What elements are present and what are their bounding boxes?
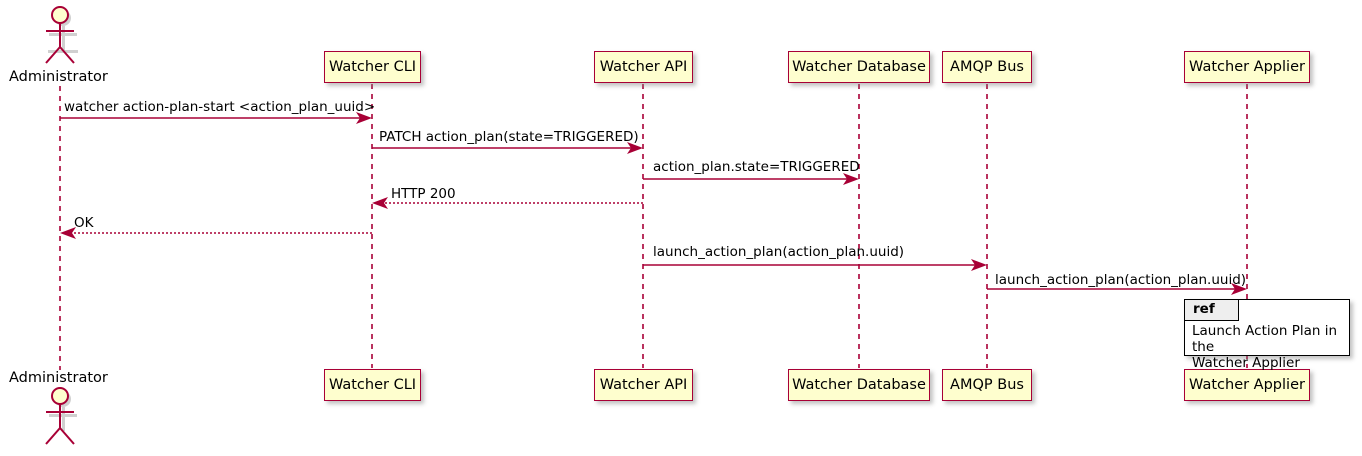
participant-label: Watcher CLI — [328, 376, 417, 393]
ref-body-line-2: Watcher Applier — [1192, 355, 1300, 371]
actor-icon-administrator-top — [45, 6, 78, 64]
message-label-5: OK — [74, 215, 94, 231]
message-arrow-2 — [372, 142, 643, 154]
participant-box-watcher-cli-bottom[interactable]: Watcher CLI — [324, 369, 421, 401]
message-arrow-1 — [60, 112, 372, 124]
message-label-1: watcher action-plan-start <action_plan_u… — [64, 99, 376, 115]
message-arrow-4 — [372, 197, 643, 209]
ref-body: Launch Action Plan in the Watcher Applie… — [1192, 323, 1345, 371]
participant-label: Watcher Database — [792, 58, 926, 75]
message-label-4: HTTP 200 — [391, 186, 456, 202]
message-arrow-7 — [987, 283, 1247, 295]
participant-box-watcher-api-top[interactable]: Watcher API — [594, 51, 693, 83]
participant-label: Watcher Applier — [1189, 376, 1305, 393]
participant-box-watcher-api-bottom[interactable]: Watcher API — [594, 369, 693, 401]
actor-icon-administrator-bottom — [45, 387, 77, 445]
ref-block[interactable]: ref Launch Action Plan in the Watcher Ap… — [1184, 299, 1350, 371]
ref-tab-label: ref — [1193, 301, 1215, 318]
participant-label: Watcher Applier — [1189, 58, 1305, 75]
participant-box-watcher-cli-top[interactable]: Watcher CLI — [324, 51, 421, 83]
participant-label: Watcher API — [599, 58, 688, 75]
ref-tab: ref — [1185, 300, 1239, 321]
message-label-3: action_plan.state=TRIGGERED — [653, 159, 860, 175]
participant-box-watcher-applier-bottom[interactable]: Watcher Applier — [1184, 369, 1310, 401]
participant-label: AMQP Bus — [950, 58, 1024, 75]
message-arrow-5 — [60, 227, 372, 239]
participant-label: Watcher CLI — [328, 58, 417, 75]
participant-label: AMQP Bus — [950, 376, 1024, 393]
message-label-7: launch_action_plan(action_plan.uuid) — [995, 272, 1247, 288]
participant-box-amqp-bus-bottom[interactable]: AMQP Bus — [942, 369, 1032, 401]
participant-box-watcher-database-bottom[interactable]: Watcher Database — [788, 369, 930, 401]
participant-box-watcher-applier-top[interactable]: Watcher Applier — [1184, 51, 1310, 83]
participant-label: Watcher Database — [792, 376, 926, 393]
participant-label: Watcher API — [599, 376, 688, 393]
participant-box-amqp-bus-top[interactable]: AMQP Bus — [942, 51, 1032, 83]
message-label-2: PATCH action_plan(state=TRIGGERED) — [379, 129, 639, 145]
message-label-6: launch_action_plan(action_plan.uuid) — [653, 244, 905, 260]
message-arrow-6 — [643, 259, 987, 271]
participant-box-watcher-database-top[interactable]: Watcher Database — [788, 51, 930, 83]
actor-label-administrator-bottom: Administrator — [9, 370, 108, 386]
actor-label-administrator-top: Administrator — [9, 69, 108, 85]
message-arrow-3 — [643, 173, 859, 185]
ref-body-line-1: Launch Action Plan in the — [1192, 323, 1338, 355]
